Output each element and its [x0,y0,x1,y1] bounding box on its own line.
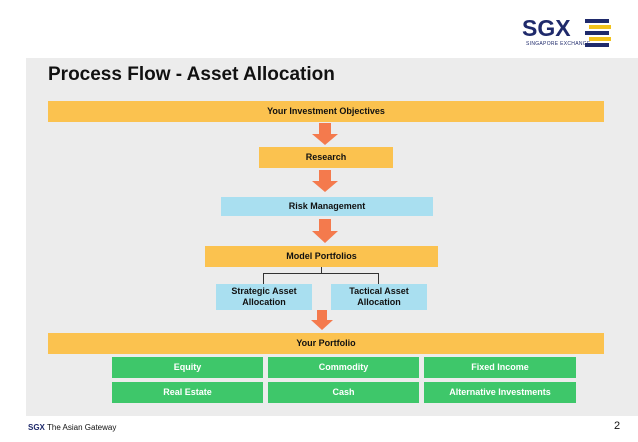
asset-commodity: Commodity [268,357,419,378]
footer-logo: SGX [28,423,45,432]
down-arrow-icon [312,123,338,145]
footer-tagline: The Asian Gateway [46,423,117,432]
connector-line [263,273,264,284]
asset-cash: Cash [268,382,419,403]
connector-line [321,267,322,274]
down-arrow-icon [311,310,333,330]
down-arrow-icon [312,219,338,243]
asset-real-estate: Real Estate [112,382,263,403]
connector-line [263,273,379,274]
strategic-allocation-box: Strategic Asset Allocation [216,284,312,310]
risk-management-box: Risk Management [221,197,433,216]
tactical-allocation-box: Tactical Asset Allocation [331,284,427,310]
asset-fixed-income: Fixed Income [424,357,576,378]
down-arrow-icon [312,170,338,192]
model-portfolios-box: Model Portfolios [205,246,438,267]
investment-objectives-box: Your Investment Objectives [48,101,604,122]
logo-subtitle: SINGAPORE EXCHANGE [526,41,591,47]
connector-line [378,273,379,284]
research-box: Research [259,147,393,168]
asset-equity: Equity [112,357,263,378]
your-portfolio-box: Your Portfolio [48,333,604,354]
sgx-logo: SGX SINGAPORE EXCHANGE [522,16,614,50]
logo-brand: SGX [522,15,571,41]
page-number: 2 [614,420,621,432]
sgx-stripes-icon [585,19,611,47]
asset-alternative-investments: Alternative Investments [424,382,576,403]
page-title: Process Flow - Asset Allocation [48,64,335,85]
footer-brand: SGX The Asian Gateway [28,423,116,432]
